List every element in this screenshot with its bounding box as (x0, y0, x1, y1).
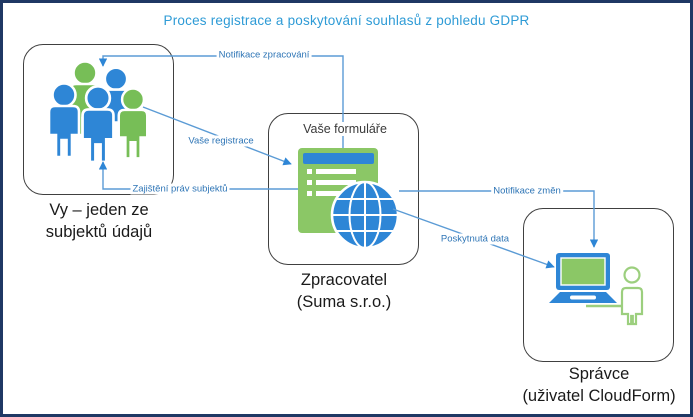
edge-notifikace-zmen-line (399, 190, 599, 248)
controller-label-line1: Správce (568, 365, 630, 383)
controller-label-line2: (uživatel CloudForm) (522, 387, 676, 405)
subjects-label-line2: subjektů údajů (45, 223, 153, 241)
processor-label-line1: Zpracovatel (300, 271, 388, 289)
forms-badge: Vaše formuláře (300, 122, 390, 136)
subjects-label-line1: Vy – jeden ze (49, 201, 149, 219)
processor-label: Zpracovatel (Suma s.r.o.) (258, 269, 430, 313)
edge-label-poskytnuta-data: Poskytnutá data (438, 233, 512, 245)
diagram-title: Proces registrace a poskytování souhlasů… (163, 13, 530, 28)
edges-layer (98, 55, 599, 269)
processor-label-line2: (Suma s.r.o.) (296, 293, 392, 311)
edge-label-zajisteni-prav: Zajištění práv subjektů (130, 183, 230, 195)
edge-zajisteni-prav-line (98, 161, 298, 190)
controller-label: Správce (uživatel CloudForm) (511, 363, 687, 407)
subjects-label: Vy – jeden ze subjektů údajů (13, 199, 185, 243)
edge-label-notifikace-zpracovani: Notifikace zpracování (216, 49, 312, 61)
edge-label-vase-registrace: Vaše registrace (186, 135, 256, 147)
form-globe-icon (298, 148, 400, 250)
edge-label-notifikace-zmen: Notifikace změn (491, 185, 563, 197)
laptop-user-icon (549, 253, 644, 326)
